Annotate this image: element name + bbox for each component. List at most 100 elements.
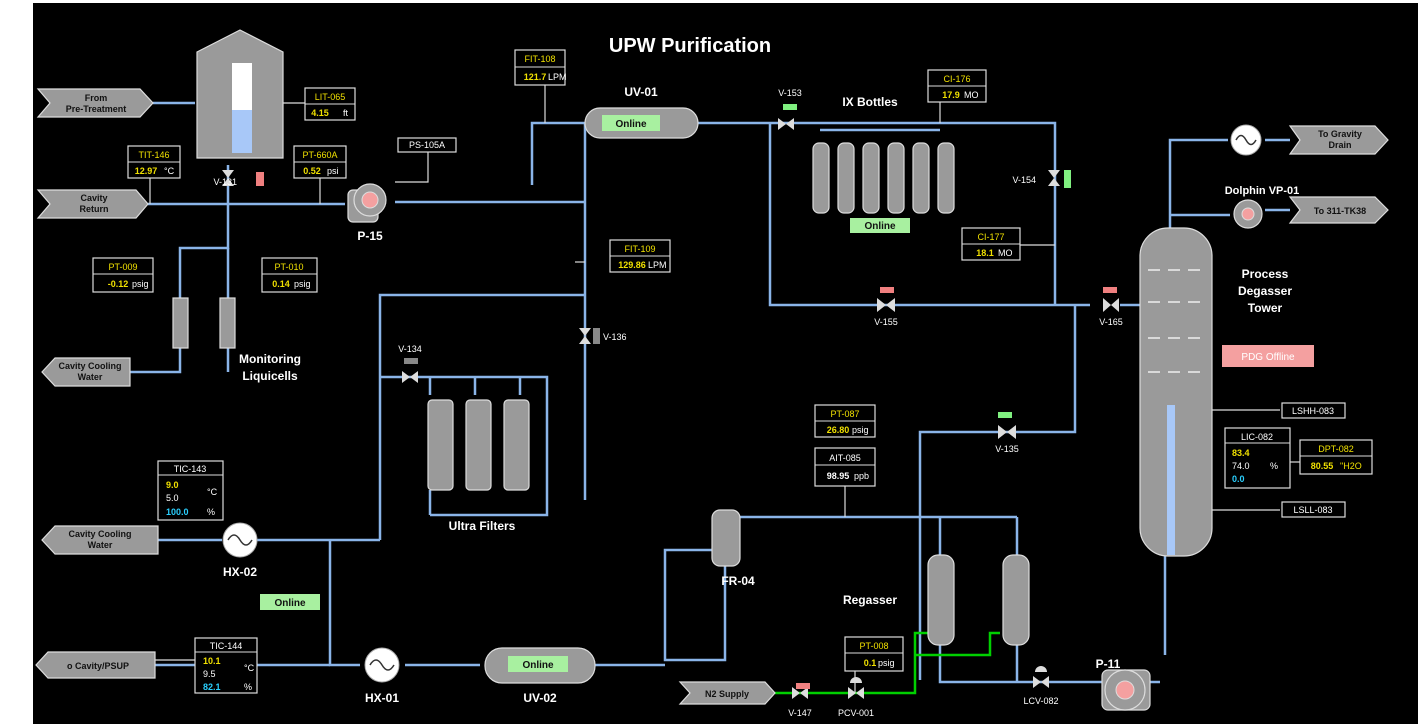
tag-label: TIC-143 [174,464,207,474]
pump-p15[interactable] [347,183,387,223]
equipment-label: Process [1242,267,1289,281]
tag-label: PT-660A [302,150,337,160]
heat-exchanger-hx02[interactable] [222,522,258,558]
tag-value: 26.80 [827,425,850,435]
tag-value: 5.0 [166,493,179,503]
tag-value: 82.1 [203,682,221,692]
valve-label: V-165 [1099,317,1123,327]
tag-label: PT-010 [274,262,303,272]
tag-label: PT-008 [859,641,888,651]
tag-unit: % [207,507,215,517]
tag-unit: °C [164,166,175,176]
valve-label: V-155 [874,317,898,327]
tag-value: 9.0 [166,480,179,490]
valve-label: PCV-001 [838,708,874,718]
arrow-label: o Cavity/PSUP [67,661,129,671]
equipment-label: Ultra Filters [449,519,516,533]
equipment-label: Degasser [1238,284,1292,298]
arrow-label: From [85,93,108,103]
arrow-label: Water [78,372,103,382]
instrument-readouts: LIT-065 4.15 ft TIT-146 12.97 °C PT-660A… [108,54,1362,692]
pump-p11[interactable] [1101,669,1151,711]
heat-exchanger-drain[interactable] [1230,124,1262,156]
tag-value: 83.4 [1232,448,1250,458]
tag-value: 74.0 [1232,461,1250,471]
tag-label: FIT-109 [624,244,655,254]
tag-unit: °C [207,487,218,497]
tag-value: 9.5 [203,669,216,679]
valve-label: V-134 [398,344,422,354]
storage-tank[interactable] [196,29,284,159]
tag-value: 17.9 [942,90,960,100]
degasser-tower[interactable] [1139,227,1213,557]
equipment-label: Monitoring [239,352,301,366]
ix-bottles[interactable] [812,142,955,214]
valve-label: V-136 [603,332,627,342]
equipment-label: Regasser [843,593,897,607]
tag-unit: psig [878,658,895,668]
status-badge: Online [274,598,306,609]
tag-unit: MO [998,248,1013,258]
tag-value: -0.12 [108,279,129,289]
tag-label: CI-177 [977,232,1004,242]
valves[interactable] [222,104,1119,699]
tag-unit: LPM [548,72,567,82]
equipment-label: HX-02 [223,565,257,579]
equipment-label: IX Bottles [842,95,898,109]
arrow-label: Drain [1328,140,1351,150]
equipment-label: P-15 [357,229,383,243]
flow-arrows[interactable] [35,88,1389,705]
arrow-label: Return [80,204,109,214]
regasser-columns[interactable] [927,554,1030,646]
tag-unit: psig [852,425,869,435]
tag-unit: MO [964,90,979,100]
heat-exchanger-hx01[interactable] [364,647,400,683]
valve-label: V-135 [995,444,1019,454]
tag-value: 121.7 [524,72,547,82]
tag-label: LSLL-083 [1293,505,1332,515]
tag-boxes[interactable] [92,49,1373,694]
equipment-label: P-11 [1096,657,1121,671]
tag-value: 100.0 [166,507,189,517]
tag-label: AIT-085 [829,453,861,463]
equipment-label: FR-04 [721,574,755,588]
tag-label: TIC-144 [210,641,243,651]
arrow-label: To Gravity [1318,129,1362,139]
arrow-label: Cavity [80,193,107,203]
ultra-filter-units[interactable] [427,399,530,491]
valve-label: LCV-082 [1023,696,1058,706]
tag-value: 129.86 [618,260,646,270]
arrow-label: To 311-TK38 [1314,206,1366,216]
equipment-label: HX-01 [365,691,399,705]
tag-unit: psig [294,279,311,289]
pump-dolphin-vp01[interactable] [1233,199,1263,229]
tag-value: 18.1 [976,248,994,258]
tag-unit: ft [343,108,349,118]
equipment-label: Liquicells [242,369,298,383]
arrow-label: Cavity Cooling [68,529,131,539]
tag-label: FIT-108 [524,54,555,64]
tag-value: 0.0 [1232,474,1245,484]
tag-label: LIT-065 [315,92,346,102]
tag-label: DPT-082 [1318,444,1354,454]
valve-label: V-154 [1012,175,1036,185]
valve-label: V-131 [213,177,237,187]
status-badge: Online [522,660,554,671]
fr04-vessel[interactable] [711,509,741,567]
tag-label: TIT-146 [138,150,169,160]
tag-unit: ppb [854,471,869,481]
equipment-label: UV-01 [624,85,658,99]
tag-unit: % [1270,461,1278,471]
equipment-label: Tower [1248,301,1283,315]
tag-value: 0.1 [864,658,877,668]
tag-label: CI-176 [943,74,970,84]
tag-value: 12.97 [135,166,158,176]
arrow-label: N2 Supply [705,689,749,699]
tag-label: LSHH-083 [1292,406,1334,416]
equipment-label: UV-02 [523,691,557,705]
valve-label: V-153 [778,88,802,98]
tag-unit: psi [327,166,339,176]
liquicell-units[interactable] [172,297,236,349]
tag-label: PS-105A [409,140,445,150]
